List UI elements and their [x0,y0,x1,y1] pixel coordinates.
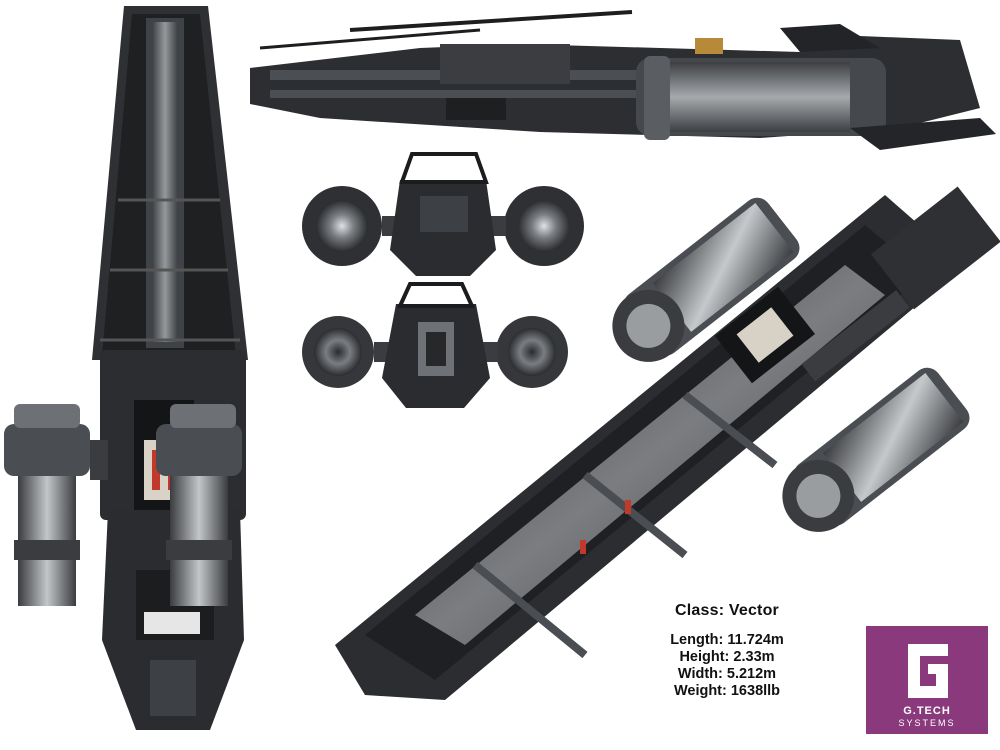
weight-spec: Weight: 1638llb [673,683,781,699]
logo-line2: SYSTEMS [898,718,956,728]
height-spec: Height: 2.33m [679,649,775,665]
g-logo-icon [908,644,948,698]
rear-view-illustration [302,282,568,408]
perspective-view-illustration [335,186,1000,700]
width-spec: Width: 5.212m [677,666,777,682]
length-spec: Length: 11.724m [670,632,784,648]
top-view-illustration [4,6,248,730]
side-view-illustration [250,10,996,150]
logo-line1: G.TECH [903,705,951,717]
class-label: Class: Vector [675,602,779,619]
spec-sheet: Class: Vector Length: 11.724m Height: 2.… [652,602,802,700]
gtech-logo: G.TECH SYSTEMS [866,626,988,734]
front-view-illustration [302,152,584,276]
